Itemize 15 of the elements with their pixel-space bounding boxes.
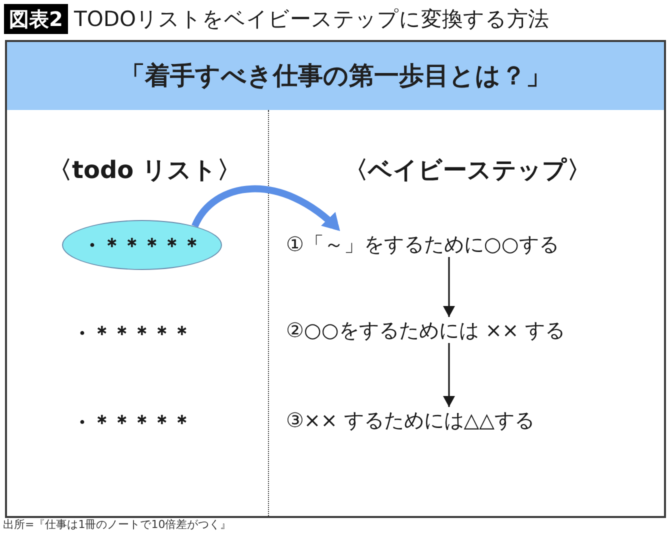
question-heading: 「着手すべき仕事の第一歩目とは？」 [120,60,551,92]
source-note: 出所=『仕事は1冊のノートで10倍差がつく』 [3,518,232,532]
step-text: ①「～」をするために○○する [286,231,559,257]
list-item-text: ・＊＊＊＊＊ [82,232,202,258]
diagram-title: TODOリストをベイビーステップに変換する方法 [74,6,550,33]
column-heading: 〈ベイビーステップ〉 [344,155,591,186]
step-text: ②○○をするためには ×× する [286,317,566,343]
column-heading: 〈todo リスト〉 [48,155,241,186]
step-text: ③×× するためには△△する [286,407,535,433]
arrow [444,343,454,407]
list-item-text: ・＊＊＊＊＊ [72,409,192,435]
arrow [444,257,454,317]
header-band [7,42,664,110]
figure-number: 図表2 [4,4,68,34]
list-item-text: ・＊＊＊＊＊ [72,320,192,346]
